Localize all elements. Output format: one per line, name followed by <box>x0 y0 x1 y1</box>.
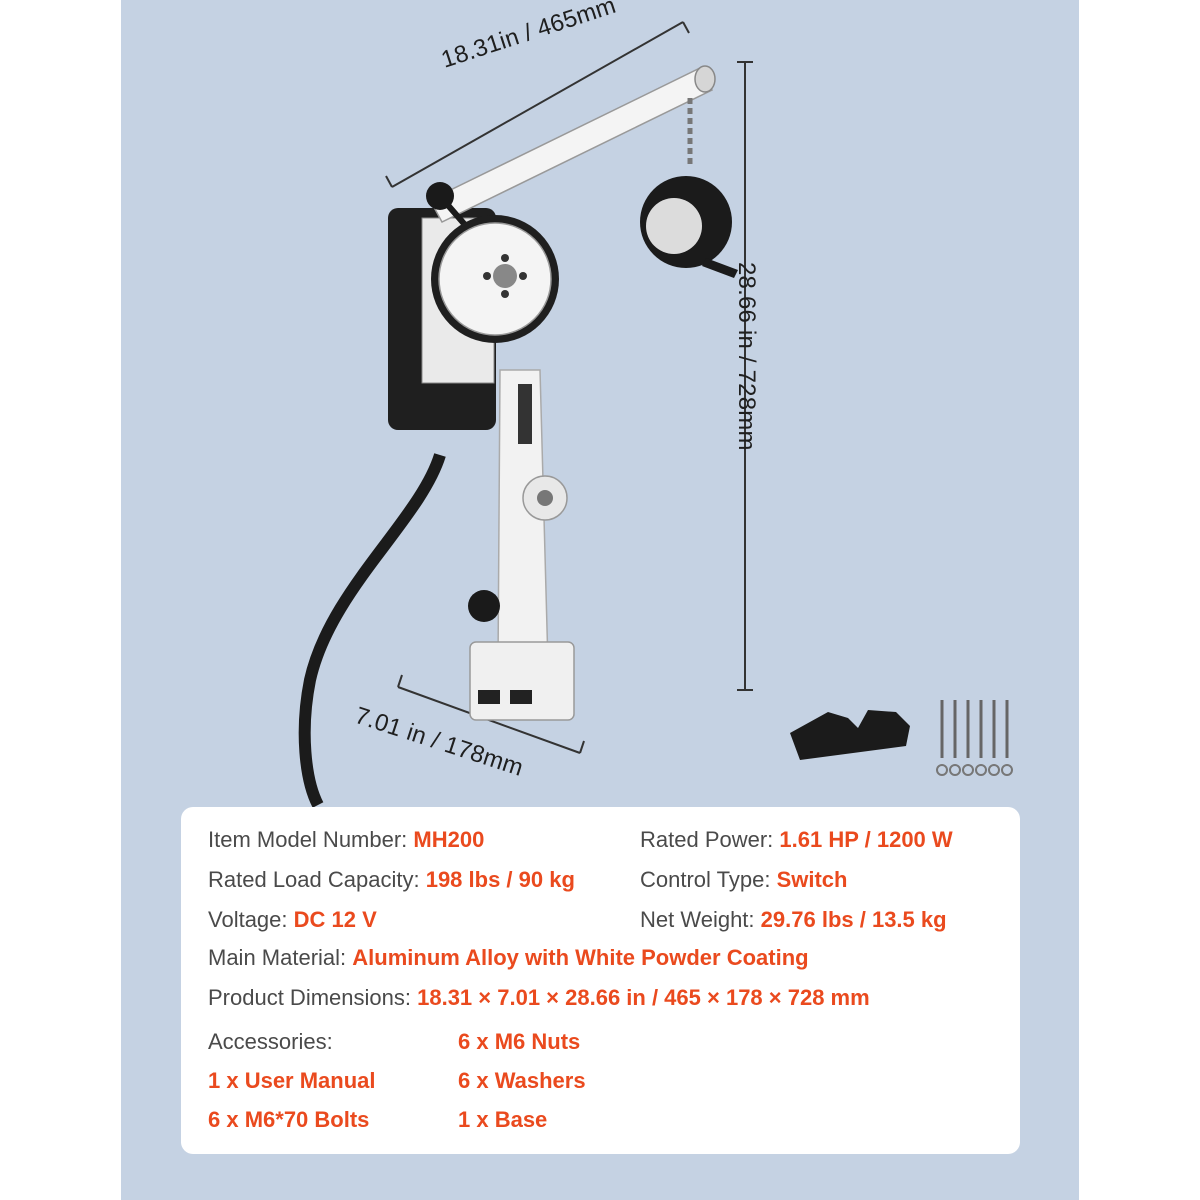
spec-label: Voltage: <box>208 907 288 932</box>
accessory-item: 1 x User Manual <box>208 1068 376 1093</box>
spec-label: Item Model Number: <box>208 827 408 852</box>
bolts-image <box>940 700 1009 758</box>
spec-label: Net Weight: <box>640 907 755 932</box>
spec-voltage: Voltage: DC 12 V <box>208 907 377 933</box>
spec-control: Control Type: Switch <box>640 867 847 893</box>
pulley-block <box>640 176 738 278</box>
spec-load: Rated Load Capacity: 198 lbs / 90 kg <box>208 867 575 893</box>
spec-value: 198 lbs / 90 kg <box>425 867 575 892</box>
nuts-image <box>936 764 1013 776</box>
base-bracket <box>790 710 910 760</box>
lock-knob <box>468 590 500 622</box>
spec-power: Rated Power: 1.61 HP / 1200 W <box>640 827 953 853</box>
dimension-lines <box>385 21 753 754</box>
accessory-item: 6 x Washers <box>458 1068 586 1093</box>
boom-arm <box>428 65 716 223</box>
spec-label: Control Type: <box>640 867 771 892</box>
height-dimension-label: 28.66 in / 728mm <box>733 262 760 451</box>
accessory-item: 6 x M6*70 Bolts <box>208 1107 370 1132</box>
spec-label: Rated Power: <box>640 827 774 852</box>
spec-value: DC 12 V <box>293 907 377 932</box>
spec-material: Main Material: Aluminum Alloy with White… <box>208 945 809 971</box>
spec-label: Product Dimensions: <box>208 985 411 1010</box>
spec-card: Item Model Number: MH200 Rated Power: 1.… <box>181 807 1020 1154</box>
spec-model: Item Model Number: MH200 <box>208 827 484 853</box>
spec-label: Main Material: <box>208 945 347 970</box>
accessories-label: Accessories: <box>208 1029 333 1054</box>
spec-value: Aluminum Alloy with White Powder Coating <box>352 945 809 970</box>
spec-value: Switch <box>776 867 848 892</box>
spec-value: 1.61 HP / 1200 W <box>779 827 953 852</box>
spec-value: MH200 <box>413 827 485 852</box>
accessory-item: 6 x M6 Nuts <box>458 1029 581 1054</box>
spec-value: 29.76 lbs / 13.5 kg <box>760 907 947 932</box>
power-cord <box>298 453 446 808</box>
spec-label: Rated Load Capacity: <box>208 867 420 892</box>
post-base <box>469 641 575 721</box>
spec-weight: Net Weight: 29.76 lbs / 13.5 kg <box>640 907 947 933</box>
spec-product-dimensions: Product Dimensions: 18.31 × 7.01 × 28.66… <box>208 985 870 1011</box>
spec-value: 18.31 × 7.01 × 28.66 in / 465 × 178 × 72… <box>417 985 870 1010</box>
accessory-item: 1 x Base <box>458 1107 548 1132</box>
